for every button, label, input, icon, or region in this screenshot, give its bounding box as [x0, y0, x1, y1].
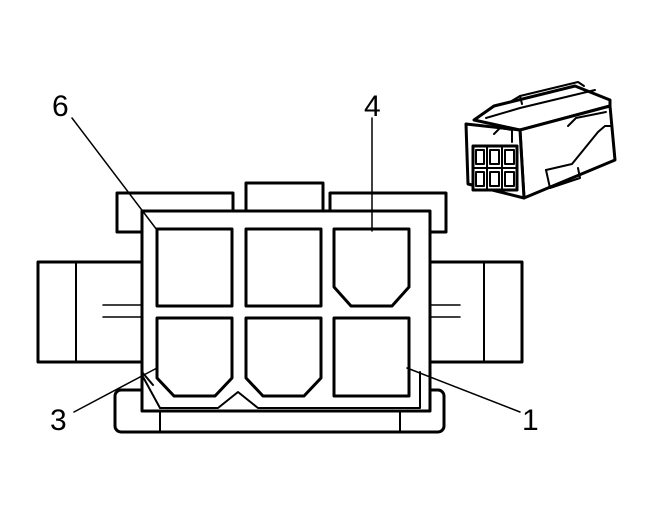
cavity-2 [244, 316, 323, 398]
connector-housing [140, 209, 432, 413]
left-latch [36, 260, 144, 364]
callout-3: 3 [50, 404, 67, 437]
callout-4: 4 [364, 90, 381, 123]
leader-1 [406, 367, 521, 413]
leader-3 [73, 367, 158, 413]
cavity-4 [332, 227, 411, 308]
cavity-5 [244, 227, 323, 308]
leader-lines [71, 117, 521, 413]
leader-6 [71, 117, 158, 231]
connector-isometric-icon [464, 81, 617, 200]
cavity-3 [155, 316, 234, 398]
cavity-6 [155, 227, 234, 308]
callout-6: 6 [52, 90, 69, 123]
cavity-1 [332, 316, 411, 398]
callout-1: 1 [522, 404, 539, 437]
cavity-grid [155, 227, 411, 398]
right-latch [418, 260, 524, 364]
